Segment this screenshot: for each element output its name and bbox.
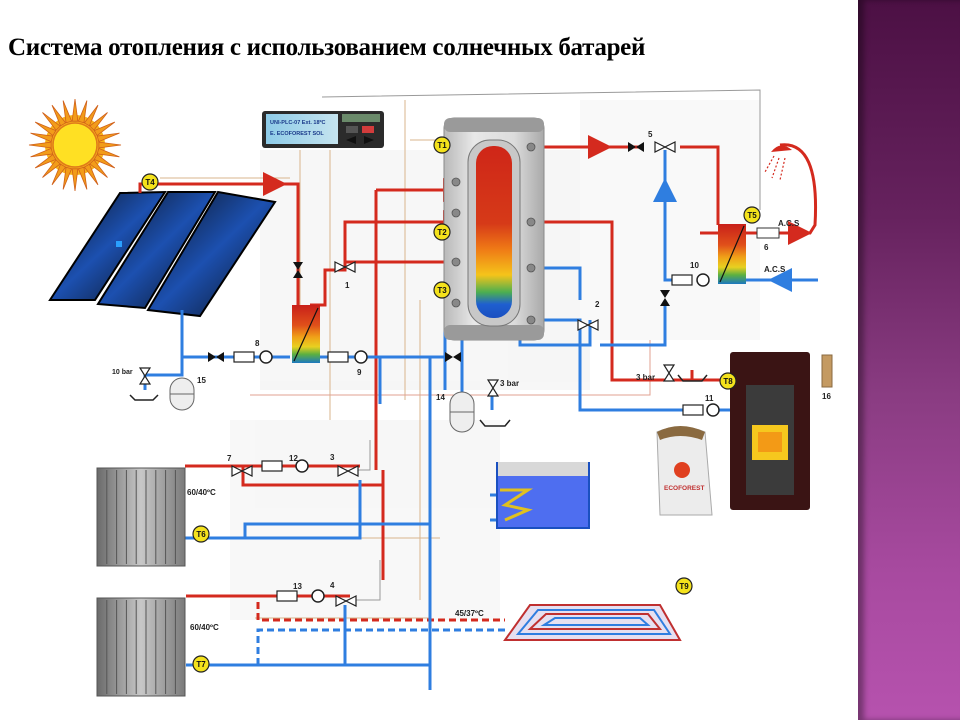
controller-line1: UNI-PLC-07 Ext. 18ºC — [270, 120, 326, 126]
label-relief-10bar: 10 bar — [112, 369, 133, 376]
temperature-sensor-t5: T5 — [743, 206, 761, 224]
sun-ray — [71, 98, 79, 122]
temperature-sensor-t9: T9 — [675, 577, 693, 595]
label-flow-6: 6 — [764, 243, 769, 252]
sun-ray — [34, 121, 57, 137]
page-title: Система отопления с использованием солне… — [8, 34, 646, 61]
label-pump-8: 8 — [255, 339, 260, 348]
sun-ray — [51, 163, 67, 186]
label-tank-14: 14 — [436, 393, 445, 402]
shutoff-valves — [208, 142, 670, 362]
controller-right-button[interactable] — [364, 136, 374, 144]
temperature-sensor-t3: T3 — [433, 281, 451, 299]
sun-ray — [77, 166, 88, 190]
label-relief-3bar-a: 3 bar — [500, 379, 519, 388]
sensor-label: T5 — [747, 211, 757, 220]
thermostat-16 — [821, 354, 833, 388]
label-valve-3: 3 — [330, 453, 335, 462]
label-valve-2: 2 — [595, 300, 600, 309]
water-tank — [496, 462, 590, 529]
pellet-bag-label: ECOFOREST — [664, 485, 704, 492]
sun-ray — [93, 153, 116, 169]
controller-unit: UNI-PLC-07 Ext. 18ºC E. ECOFOREST SOL — [262, 111, 384, 148]
label-acs-in: A.C.S — [764, 265, 786, 274]
label-pump-13: 13 — [293, 582, 302, 591]
label-valve-1: 1 — [345, 281, 350, 290]
check-valves — [233, 274, 704, 602]
radiator-2 — [96, 597, 186, 697]
drain-trays — [129, 374, 708, 427]
controller-button[interactable] — [346, 126, 358, 133]
sun-ray — [62, 166, 73, 190]
pellet-stove — [730, 352, 810, 510]
sun-ray — [71, 168, 79, 192]
temperature-sensor-t7: T7 — [192, 655, 210, 673]
label-tank-15: 15 — [197, 376, 206, 385]
sensor-label: T3 — [437, 286, 447, 295]
sensor-label: T1 — [437, 141, 447, 150]
sun-ray — [30, 147, 54, 158]
heating-diagram: UNI-PLC-07 Ext. 18ºC E. ECOFOREST SOL — [28, 89, 833, 697]
sun-ray — [83, 104, 99, 127]
sun-ray — [96, 132, 120, 143]
sun-ray — [96, 147, 120, 158]
sun-ray — [51, 104, 67, 127]
sensor-label: T4 — [145, 178, 155, 187]
label-valve-7: 7 — [227, 454, 232, 463]
sun-ray — [98, 141, 122, 149]
sun-ray — [34, 153, 57, 169]
label-acs-out: A.C.S — [778, 219, 800, 228]
sun-ray — [93, 121, 116, 137]
flow-meter-6 — [756, 227, 780, 239]
sun-ray — [42, 112, 61, 131]
sensor-label: T7 — [196, 660, 206, 669]
temperature-sensor-t8: T8 — [719, 372, 737, 390]
controller-button[interactable] — [362, 126, 374, 133]
temperature-sensor-t4: T4 — [141, 173, 159, 191]
pumps — [259, 273, 720, 603]
label-pump-11: 11 — [705, 394, 714, 403]
label-floor-temp: 45/37ºC — [455, 609, 484, 618]
sensor-label: T2 — [437, 228, 447, 237]
sensor-label: T8 — [723, 377, 733, 386]
label-pump-12: 12 — [289, 454, 298, 463]
temperature-sensor-t2: T2 — [433, 223, 451, 241]
sun-ray — [28, 141, 52, 149]
temperature-sensor-t6: T6 — [192, 525, 210, 543]
relief-valves — [138, 364, 676, 397]
sun-ray — [89, 112, 108, 131]
sun-ray — [89, 159, 108, 178]
pellet-bag: ECOFOREST — [656, 426, 713, 516]
label-relief-3bar-b: 3 bar — [636, 373, 655, 382]
decorative-side-band — [858, 0, 960, 720]
sun-ray — [77, 100, 88, 124]
sun-ray — [42, 159, 61, 178]
buffer-tank — [443, 117, 545, 341]
sensor-label: T9 — [679, 582, 689, 591]
floor-return-pipe — [256, 628, 505, 665]
label-pump-10: 10 — [690, 261, 699, 270]
radiator-1 — [96, 467, 186, 567]
label-valve-4: 4 — [330, 581, 335, 590]
label-pump-9: 9 — [357, 368, 362, 377]
label-radiator-1-temp: 60/40ºC — [187, 488, 216, 497]
controller-line2: E. ECOFOREST SOL — [270, 131, 324, 137]
label-thermostat-16: 16 — [822, 392, 831, 401]
floor-supply-pipe — [256, 602, 505, 622]
controller-left-button[interactable] — [346, 136, 356, 144]
label-radiator-2-temp: 60/40ºC — [190, 623, 219, 632]
temperature-sensor-t1: T1 — [433, 136, 451, 154]
solar-collectors — [48, 190, 277, 318]
sun-ray — [83, 163, 99, 186]
shower-icon — [764, 145, 792, 181]
three-way-valves — [231, 141, 676, 607]
sun-icon — [28, 98, 122, 192]
sun-ray — [62, 100, 73, 124]
sun-ray — [30, 132, 54, 143]
label-valve-5: 5 — [648, 130, 653, 139]
underfloor-heating-coil — [503, 604, 682, 641]
sensor-label: T6 — [196, 530, 206, 539]
